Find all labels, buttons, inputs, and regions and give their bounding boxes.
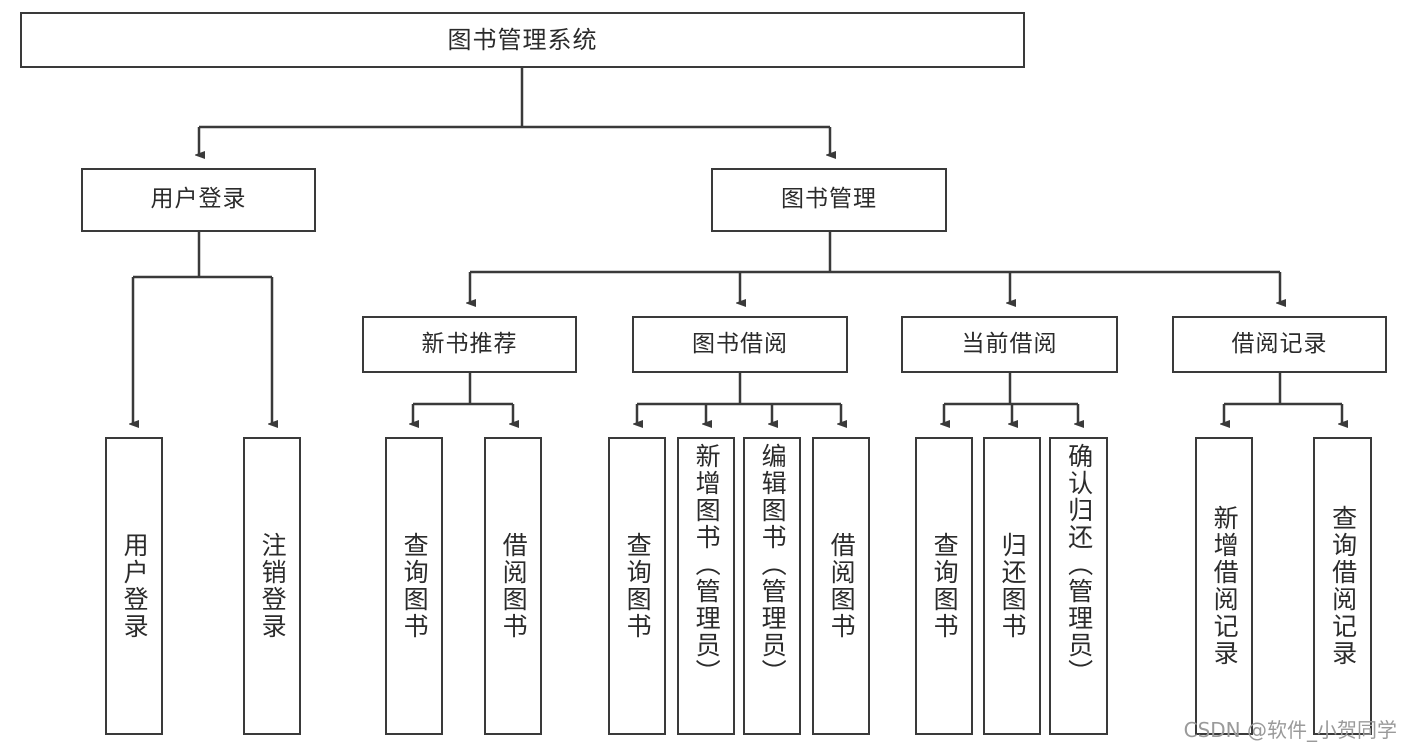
node-leaf-query-book-borrow[interactable]: 查询图书 [608,437,666,735]
node-root-book-management-system[interactable]: 图书管理系统 [20,12,1025,68]
node-label: 借阅记录 [1231,330,1328,357]
node-label: 编辑图书（管理员） [758,443,788,686]
watermark-csdn: CSDN @软件_小贺同学 [1183,718,1397,742]
node-book-borrow[interactable]: 图书借阅 [632,316,848,373]
node-label: 查询图书 [623,532,653,640]
node-leaf-logout[interactable]: 注销登录 [243,437,301,735]
node-label: 新增图书（管理员） [692,443,722,686]
node-label: 新增借阅记录 [1210,505,1240,667]
node-leaf-add-book-admin[interactable]: 新增图书（管理员） [677,437,735,735]
node-label: 归还图书 [998,532,1028,640]
node-label: 图书借阅 [692,330,788,357]
node-label: 当前借阅 [961,330,1058,357]
node-label: 注销登录 [258,532,288,640]
node-label: 借阅图书 [827,532,857,640]
node-label: 借阅图书 [499,532,529,640]
node-label: 用户登录 [150,186,247,213]
node-leaf-confirm-return-admin[interactable]: 确认归还（管理员） [1049,437,1108,735]
node-leaf-return-book[interactable]: 归还图书 [983,437,1041,735]
node-label: 查询图书 [400,532,430,640]
node-current-borrow[interactable]: 当前借阅 [901,316,1118,373]
node-leaf-borrow-book-recommend[interactable]: 借阅图书 [484,437,542,735]
node-borrow-record[interactable]: 借阅记录 [1172,316,1387,373]
node-new-book-recommend[interactable]: 新书推荐 [362,316,577,373]
node-leaf-query-borrow-record[interactable]: 查询借阅记录 [1313,437,1372,735]
node-leaf-query-book-current[interactable]: 查询图书 [915,437,973,735]
node-leaf-user-login[interactable]: 用户登录 [105,437,163,735]
node-leaf-edit-book-admin[interactable]: 编辑图书（管理员） [743,437,801,735]
node-label: 图书管理 [781,186,877,213]
node-user-login[interactable]: 用户登录 [81,168,316,232]
node-book-management[interactable]: 图书管理 [711,168,947,232]
node-label: 确认归还（管理员） [1064,443,1094,686]
node-leaf-query-book-recommend[interactable]: 查询图书 [385,437,443,735]
node-leaf-add-borrow-record[interactable]: 新增借阅记录 [1195,437,1253,735]
node-label: 查询借阅记录 [1328,505,1358,667]
node-label: 新书推荐 [421,330,518,357]
node-label: 查询图书 [930,532,960,640]
node-leaf-borrow-book[interactable]: 借阅图书 [812,437,870,735]
node-label: 用户登录 [120,532,150,640]
node-label: 图书管理系统 [447,25,598,54]
